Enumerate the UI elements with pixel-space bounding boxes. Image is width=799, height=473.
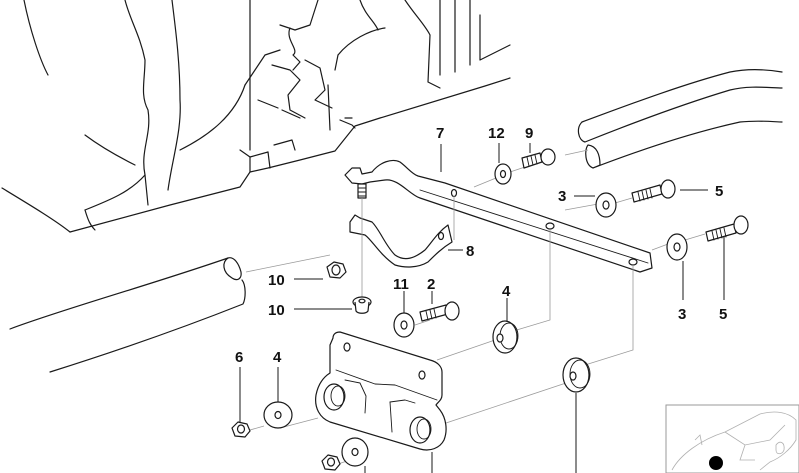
mount-plate bbox=[315, 331, 447, 451]
part-11-washer bbox=[393, 312, 415, 338]
part-3-washer-upper bbox=[595, 192, 617, 218]
part-3-washer-lower bbox=[666, 233, 688, 261]
callout-10-lower: 10 bbox=[268, 302, 285, 319]
callout-3-lower: 3 bbox=[678, 306, 686, 323]
part-4-rubber-mount-lower bbox=[562, 357, 591, 393]
part-10-nut-lower bbox=[352, 296, 372, 314]
callout-4-upper: 4 bbox=[502, 283, 511, 300]
exhaust-pipe-right bbox=[564, 69, 783, 169]
lower-washer bbox=[341, 437, 369, 467]
callout-4-left: 4 bbox=[273, 349, 282, 366]
part-4-rubber-mount-left bbox=[263, 401, 293, 429]
vehicle-locator-thumbnail bbox=[665, 404, 799, 473]
callout-6: 6 bbox=[235, 349, 243, 366]
transmission-housing bbox=[1, 0, 511, 233]
callout-2: 2 bbox=[427, 276, 435, 293]
callout-10-upper: 10 bbox=[268, 272, 285, 289]
part-8-clamp-strap bbox=[349, 214, 453, 268]
leader-lines bbox=[239, 143, 725, 473]
part-2-bolt bbox=[419, 301, 460, 322]
lower-nut bbox=[321, 454, 341, 471]
part-12-washer bbox=[494, 163, 512, 185]
part-7-hanger-bracket bbox=[344, 159, 653, 273]
callout-3-upper: 3 bbox=[558, 188, 566, 205]
part-5-bolt-lower bbox=[705, 215, 749, 242]
callout-12: 12 bbox=[488, 125, 505, 142]
part-5-bolt-upper bbox=[631, 179, 676, 203]
callout-5-lower: 5 bbox=[719, 306, 727, 323]
part-9-bolt bbox=[521, 148, 556, 169]
part-6-nut bbox=[231, 421, 251, 438]
location-marker bbox=[709, 456, 723, 470]
callout-8: 8 bbox=[466, 243, 474, 260]
callouts: 7 12 9 3 5 8 10 10 11 2 4 3 5 6 4 bbox=[235, 125, 727, 366]
callout-7: 7 bbox=[436, 125, 444, 142]
assembly-guides bbox=[249, 166, 706, 466]
callout-5-upper: 5 bbox=[715, 183, 723, 200]
exhaust-pipe-left bbox=[9, 254, 331, 373]
part-4-rubber-mount-upper bbox=[492, 320, 519, 354]
callout-11: 11 bbox=[393, 276, 409, 293]
part-10-nut-upper bbox=[326, 261, 347, 279]
callout-9: 9 bbox=[525, 125, 533, 142]
